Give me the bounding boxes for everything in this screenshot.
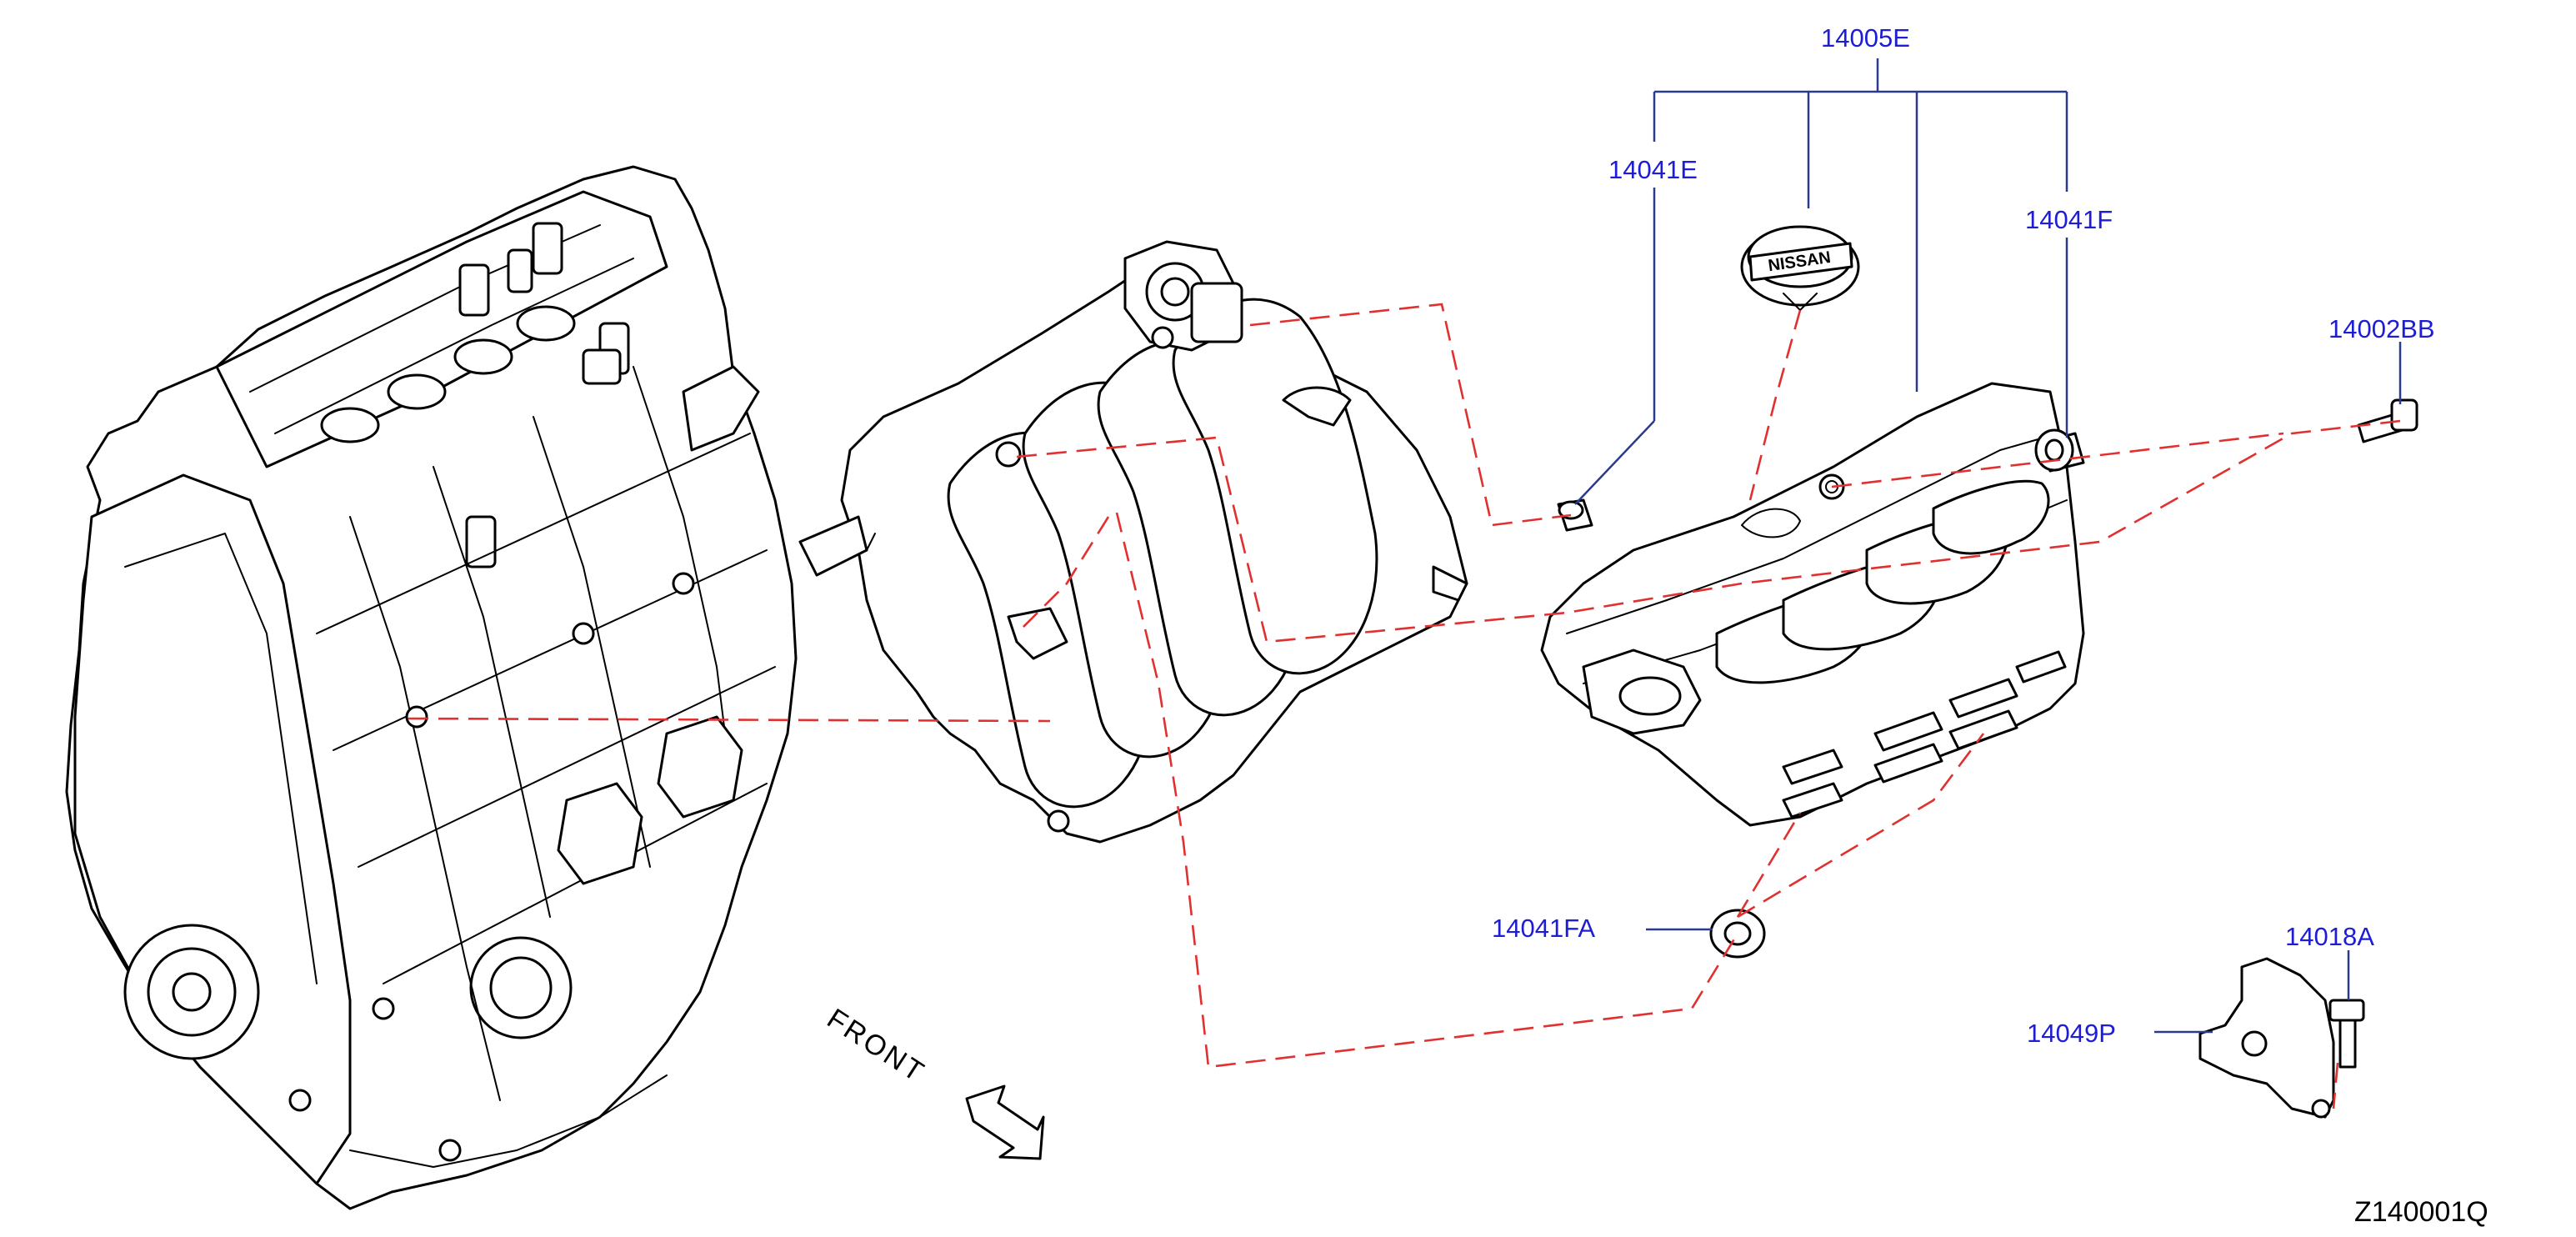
leader-lines [1574, 58, 2402, 1034]
label-14005E[interactable]: 14005E [1821, 23, 1910, 53]
label-14018A[interactable]: 14018A [2285, 922, 2374, 951]
bolt-right-icon[interactable] [2357, 398, 2418, 443]
label-14041FA[interactable]: 14041FA [1492, 914, 1595, 943]
bracket-icon[interactable] [2198, 957, 2335, 1119]
diagram-code: Z140001Q [2354, 1196, 2488, 1228]
label-14002BB[interactable]: 14002BB [2328, 314, 2435, 343]
label-14041E[interactable]: 14041E [1608, 155, 1698, 184]
engine-assembly-icon[interactable] [65, 165, 798, 1210]
grommet-right-icon[interactable] [2034, 428, 2085, 473]
dashed-connectors [408, 303, 2401, 1109]
grommet-lower-icon[interactable] [1709, 909, 1766, 959]
front-arrow-icon [965, 1084, 1045, 1160]
front-indicator: FRONT [822, 1003, 1045, 1160]
label-14041F[interactable]: 14041F [2025, 205, 2113, 234]
intake-manifold-icon[interactable] [798, 240, 1468, 844]
front-label: FRONT [822, 1003, 931, 1089]
label-14049P[interactable]: 14049P [2027, 1019, 2116, 1048]
engine-cover-icon[interactable] [1540, 382, 2085, 827]
grommet-left-icon[interactable] [1557, 498, 1593, 532]
part-labels: 14005E 14041E 14041F 14002BB 14041FA 140… [1492, 23, 2435, 1048]
nissan-emblem-icon[interactable]: NISSAN [1740, 225, 1860, 311]
bolt-bracket-icon[interactable] [2328, 999, 2365, 1069]
